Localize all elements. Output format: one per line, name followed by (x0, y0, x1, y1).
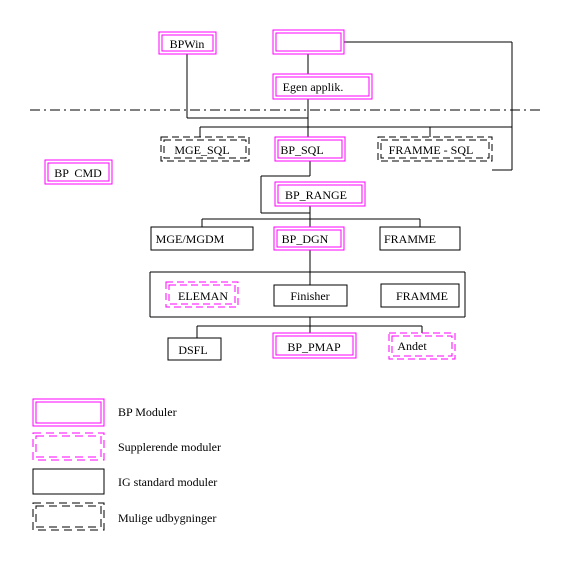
andet-label: Andet (397, 339, 427, 353)
legend: BP Moduler Supplerende moduler IG standa… (32, 398, 221, 531)
bp-dgn-module: BP_DGN (273, 226, 345, 251)
egen-applik-module: Egen applik. (272, 73, 373, 100)
connector-lines (30, 41, 540, 338)
mge-mgdm-label: MGE/MGDM (156, 232, 225, 246)
bp-sql-label: BP_SQL (280, 143, 323, 157)
legend-supplementary-label: Supplerende moduler (118, 440, 221, 454)
mge-mgdm-module: MGE/MGDM (150, 226, 254, 251)
bp-sql-module: BP_SQL (274, 136, 346, 162)
finisher-module: Finisher (273, 284, 348, 307)
mge-sql-module: MGE_SQL (160, 136, 250, 162)
legend-supplerende-moduler: Supplerende moduler (32, 432, 221, 461)
legend-mulige-udbygninger: Mulige udbygninger (32, 502, 216, 531)
framme-group-label: FRAMME (396, 289, 448, 303)
legend-possible-label: Mulige udbygninger (118, 511, 216, 525)
eleman-module: ELEMAN (165, 281, 239, 308)
mge-sql-label: MGE_SQL (174, 143, 229, 157)
bp-pmap-label: BP_PMAP (287, 340, 341, 354)
bpwin-module: BPWin (158, 31, 217, 55)
andet-module: Andet (388, 332, 456, 360)
egen-applik-label: Egen applik. (283, 80, 344, 94)
bp-range-module: BP_RANGE (274, 181, 366, 207)
dsfl-label: DSFL (178, 343, 207, 357)
bp-dgn-label: BP_DGN (282, 232, 329, 246)
framme-label: FRAMME (384, 232, 436, 246)
top-blank-module (272, 29, 345, 55)
dsfl-module: DSFL (167, 337, 222, 361)
legend-ig-standard-label: IG standard moduler (118, 475, 217, 489)
bp-range-label: BP_RANGE (285, 188, 347, 202)
bp-cmd-module: BP CMD (44, 159, 113, 185)
legend-ig-standard-moduler: IG standard moduler (32, 468, 217, 495)
eleman-label: ELEMAN (178, 289, 228, 303)
bp-pmap-module: BP_PMAP (272, 332, 357, 359)
framme-group-module: FRAMME (380, 283, 460, 308)
legend-bp-moduler: BP Moduler (32, 398, 177, 427)
framme-module: FRAMME (379, 226, 461, 251)
bp-cmd-label: BP CMD (54, 166, 102, 180)
legend-bp-label: BP Moduler (118, 405, 177, 419)
framme-sql-label: FRAMME - SQL (389, 143, 474, 157)
framme-sql-module: FRAMME - SQL (377, 136, 493, 162)
finisher-label: Finisher (290, 289, 329, 303)
bpwin-label: BPWin (170, 37, 205, 51)
